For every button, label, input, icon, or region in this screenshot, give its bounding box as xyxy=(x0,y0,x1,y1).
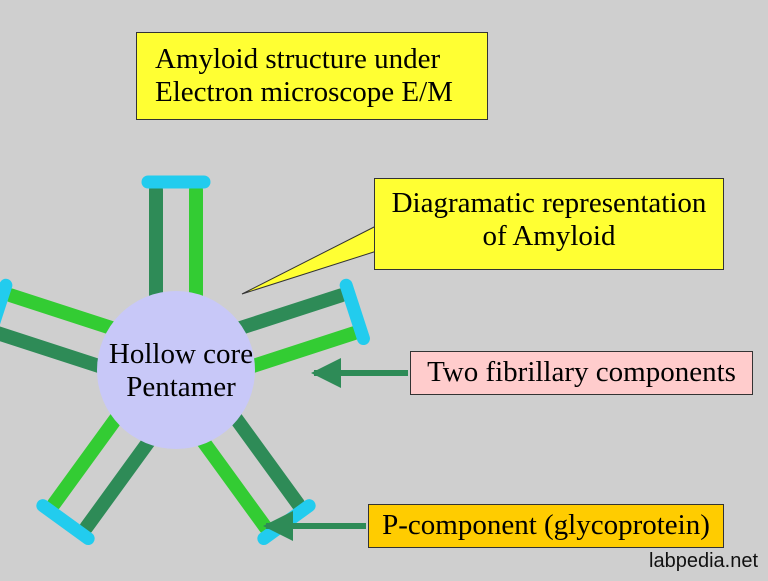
fibrillary-components-text: Two fibrillary components xyxy=(427,356,736,388)
hollow-core-circle xyxy=(97,291,255,449)
fibril-light-arm-4 xyxy=(47,399,132,511)
p-component-cap-5 xyxy=(0,278,13,325)
fibrillary-components-label: Two fibrillary components xyxy=(410,351,753,395)
watermark: labpedia.net xyxy=(649,550,758,572)
fibril-dark-arm-2 xyxy=(219,288,349,340)
callout-line-2: of Amyloid xyxy=(482,220,616,253)
pentamer-arms xyxy=(0,175,370,546)
fibril-dark-arm-5 xyxy=(0,326,120,378)
core-line-1: Hollow core xyxy=(108,338,254,370)
fibril-light-arm-2 xyxy=(232,326,361,378)
fibril-dark-arm-4 xyxy=(79,423,164,535)
hollow-core-label: Hollow core Pentamer xyxy=(96,338,266,405)
p-component-cap-3 xyxy=(257,499,316,546)
fibril-dark-arm-3 xyxy=(220,399,305,511)
fibril-light-arm-3 xyxy=(188,423,273,535)
p-component-label: P-component (glycoprotein) xyxy=(368,504,724,548)
fibril-light-arm-5 xyxy=(3,288,133,340)
core-line-2: Pentamer xyxy=(126,371,236,404)
callout-line-1: Diagramatic representation xyxy=(391,187,707,219)
p-component-cap-4 xyxy=(36,499,95,546)
p-component-cap-2 xyxy=(339,278,370,346)
title-box: Amyloid structure under Electron microsc… xyxy=(136,32,488,120)
diagram-callout-box: Diagramatic representation of Amyloid xyxy=(374,178,724,270)
title-line-2: Electron microscope E/M xyxy=(155,76,453,109)
callout-pointer xyxy=(241,223,381,295)
p-component-text: P-component (glycoprotein) xyxy=(382,509,710,541)
title-line-1: Amyloid structure under xyxy=(155,43,441,75)
